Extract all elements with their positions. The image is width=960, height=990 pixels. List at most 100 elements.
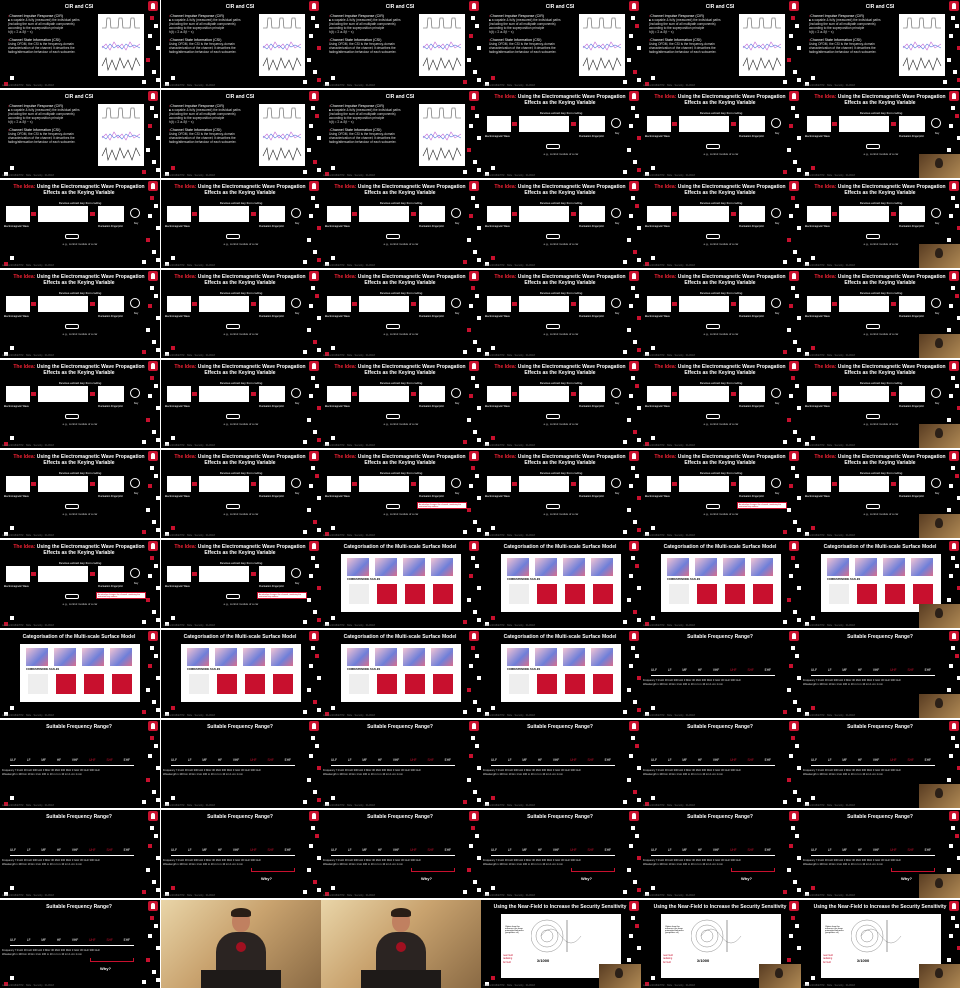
- slide-thumbnail-idea[interactable]: The Idea: Using the Electromagnetic Wave…: [161, 180, 321, 268]
- slide-thumbnail-idea[interactable]: The Idea: Using the Electromagnetic Wave…: [0, 360, 160, 448]
- slide-thumbnail-idea[interactable]: The Idea: Using the Electromagnetic Wave…: [481, 360, 641, 448]
- slide-thumbnail-idea[interactable]: The Idea: Using the Electromagnetic Wave…: [481, 180, 641, 268]
- freq-value: 30 GHz: [561, 769, 570, 772]
- car-icon: [546, 144, 560, 149]
- key-label: Key: [455, 402, 460, 405]
- slide-thumbnail-idea[interactable]: The Idea: Using the Electromagnetic Wave…: [321, 360, 481, 448]
- decor-square: [951, 826, 955, 830]
- slide-thumbnail-idea[interactable]: The Idea: Using the Electromagnetic Wave…: [641, 360, 801, 448]
- slide-thumbnail-cir[interactable]: CIR and CSI Channel Impulse Response (CI…: [161, 0, 321, 88]
- frequency-row: Frequency f 3 kHz 30 kHz 300 kHz 3 MHz 3…: [803, 679, 943, 683]
- wavelength-value: 1 km: [836, 863, 843, 866]
- slide-thumbnail-near[interactable]: Using the Near-Field to Increase the Sec…: [641, 900, 801, 988]
- slide-thumbnail-idea[interactable]: The Idea: Using the Electromagnetic Wave…: [0, 180, 160, 268]
- slide-thumbnail-idea[interactable]: The Idea: Using the Electromagnetic Wave…: [801, 270, 960, 358]
- slide-thumbnail-idea[interactable]: The Idea: Using the Electromagnetic Wave…: [321, 180, 481, 268]
- slide-thumbnail-cir[interactable]: CIR and CSI Channel Impulse Response (CI…: [321, 0, 481, 88]
- slide-thumbnail-cir[interactable]: CIR and CSI Channel Impulse Response (CI…: [481, 0, 641, 88]
- slide-thumbnail-idea[interactable]: The Idea: Using the Electromagnetic Wave…: [161, 270, 321, 358]
- wavelength-value: 1 m: [697, 683, 702, 686]
- slide-thumbnail-idea[interactable]: The Idea: Using the Electromagnetic Wave…: [0, 450, 160, 538]
- slide-thumbnail-idea[interactable]: The Idea: Using the Electromagnetic Wave…: [481, 90, 641, 178]
- slide-title: Categorisation of the Multi-scale Surfac…: [183, 634, 297, 640]
- slide-thumbnail-idea[interactable]: The Idea: Using the Electromagnetic Wave…: [801, 90, 960, 178]
- slide-thumbnail-idea[interactable]: The Idea: Using the Electromagnetic Wave…: [641, 180, 801, 268]
- cir-plot-figure: [98, 14, 144, 76]
- band-mf: MF: [522, 758, 527, 762]
- slide-thumbnail-cir[interactable]: CIR and CSI Channel Impulse Response (CI…: [641, 0, 801, 88]
- university-logo-icon: [629, 901, 639, 911]
- slide-thumbnail-idea[interactable]: The Idea: Using the Electromagnetic Wave…: [0, 270, 160, 358]
- wave-figure: [807, 206, 831, 222]
- slide-thumbnail-idea-attack[interactable]: The Idea: Using the Electromagnetic Wave…: [321, 450, 481, 538]
- wavelength-value: 10 cm: [222, 773, 230, 776]
- slide-thumbnail-near[interactable]: Using the Near-Field to Increase the Sec…: [481, 900, 641, 988]
- slide-thumbnail-photo[interactable]: [321, 900, 481, 988]
- slide-thumbnail-cat[interactable]: Categorisation of the Multi-scale Surfac…: [801, 540, 960, 628]
- slide-thumbnail-idea[interactable]: The Idea: Using the Electromagnetic Wave…: [321, 270, 481, 358]
- slide-thumbnail-cir[interactable]: CIR and CSI Channel Impulse Response (CI…: [801, 0, 960, 88]
- slide-thumbnail-idea-attack[interactable]: The Idea: Using the Electromagnetic Wave…: [0, 540, 160, 628]
- slide-thumbnail-cat[interactable]: Categorisation of the Multi-scale Surfac…: [641, 540, 801, 628]
- arrow-icon: [672, 122, 677, 126]
- slide-thumbnail-idea-attack[interactable]: The Idea: Using the Electromagnetic Wave…: [161, 540, 321, 628]
- wavelength-value: 100 km: [499, 773, 508, 776]
- slide-thumbnail-cat[interactable]: Categorisation of the Multi-scale Surfac…: [161, 630, 321, 718]
- slide-thumbnail-cat[interactable]: Categorisation of the Multi-scale Surfac…: [481, 630, 641, 718]
- freq-value: 30 MHz: [532, 859, 542, 862]
- slide-thumbnail-photo[interactable]: [161, 900, 321, 988]
- wavelength-value: 10 m: [850, 863, 857, 866]
- attack-note: An attacker changes the channel, renderi…: [737, 502, 787, 509]
- wave-figure: [487, 476, 511, 492]
- decor-square: [469, 484, 473, 488]
- slide-thumbnail-cat[interactable]: Categorisation of the Multi-scale Surfac…: [481, 540, 641, 628]
- row-label: Wavelength λ: [323, 773, 339, 776]
- slide-thumbnail-idea[interactable]: The Idea: Using the Electromagnetic Wave…: [161, 450, 321, 538]
- slide-thumbnail-cir[interactable]: CIR and CSI Channel Impulse Response (CI…: [321, 90, 481, 178]
- slide-thumbnail-idea[interactable]: The Idea: Using the Electromagnetic Wave…: [481, 270, 641, 358]
- freq-value: 300 GHz: [730, 859, 741, 862]
- slide-thumbnail-cir[interactable]: CIR and CSI Channel Impulse Response (CI…: [0, 90, 160, 178]
- fingerprint-label: Fluctuation Fingerprint: [259, 495, 284, 498]
- slide-title: The Idea: Using the Electromagnetic Wave…: [12, 544, 146, 556]
- wavelength-value: 10 m: [49, 773, 56, 776]
- ray-diagram: [82, 648, 104, 666]
- fingerprint-figure: [579, 206, 605, 222]
- slide-thumbnail-idea-attack[interactable]: The Idea: Using the Electromagnetic Wave…: [641, 450, 801, 538]
- slide-thumbnail-idea[interactable]: The Idea: Using the Electromagnetic Wave…: [161, 360, 321, 448]
- wave-rings-figure: [690, 918, 751, 954]
- slide-thumbnail-idea[interactable]: The Idea: Using the Electromagnetic Wave…: [801, 180, 960, 268]
- slide-thumbnail-idea[interactable]: The Idea: Using the Electromagnetic Wave…: [641, 270, 801, 358]
- decor-square: [475, 294, 479, 298]
- freq-value: 3 kHz: [497, 859, 505, 862]
- decor-square: [797, 438, 801, 442]
- slide-thumbnail-idea[interactable]: The Idea: Using the Electromagnetic Wave…: [801, 450, 960, 538]
- arrow-icon: [731, 212, 736, 216]
- slide-thumbnail-idea[interactable]: The Idea: Using the Electromagnetic Wave…: [481, 450, 641, 538]
- slide-thumbnail-idea[interactable]: The Idea: Using the Electromagnetic Wave…: [801, 360, 960, 448]
- slide-thumbnail-idea[interactable]: The Idea: Using the Electromagnetic Wave…: [641, 90, 801, 178]
- decor-square: [469, 394, 473, 398]
- slide-thumbnail-cir[interactable]: CIR and CSI Channel Impulse Response (CI…: [0, 0, 160, 88]
- slide-thumbnail-near[interactable]: Using the Near-Field to Increase the Sec…: [801, 900, 960, 988]
- slide-thumbnail-cat[interactable]: Categorisation of the Multi-scale Surfac…: [321, 540, 481, 628]
- slide-thumbnail-cat[interactable]: Categorisation of the Multi-scale Surfac…: [321, 630, 481, 718]
- decor-square: [957, 136, 960, 140]
- slide-thumbnail-cir[interactable]: CIR and CSI Channel Impulse Response (CI…: [161, 90, 321, 178]
- slide-thumbnail-cat[interactable]: Categorisation of the Multi-scale Surfac…: [0, 630, 160, 718]
